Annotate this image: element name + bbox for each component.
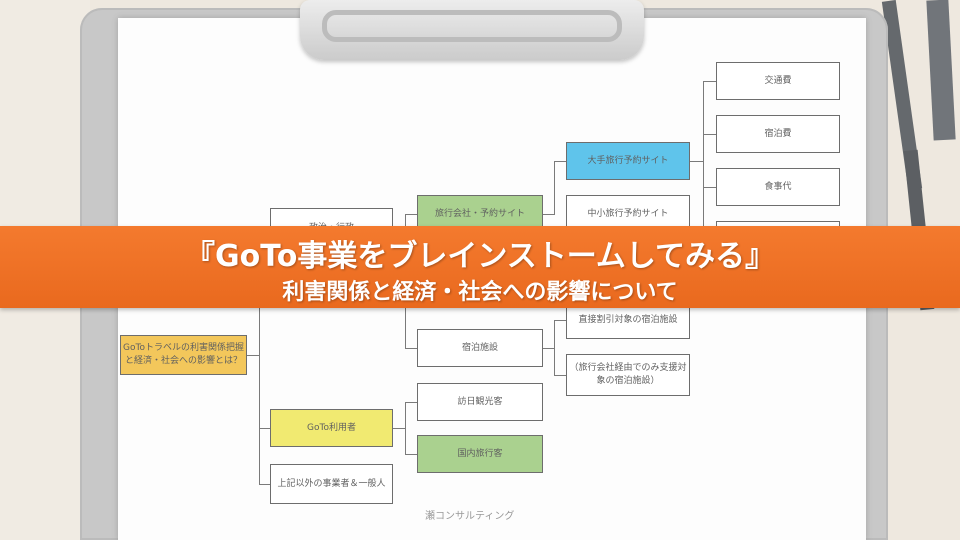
other-parties-node: 上記以外の事業者＆一般人 — [270, 464, 393, 504]
connector-line — [392, 428, 406, 429]
connector-line — [554, 320, 566, 321]
goto-user-node: GoTo利用者 — [270, 409, 393, 447]
connector-line — [554, 161, 566, 162]
connector-line — [259, 484, 270, 485]
connector-line — [703, 187, 716, 188]
connector-line — [405, 454, 417, 455]
banner-title: 『GoTo事業をブレインストームしてみる』 — [185, 239, 775, 274]
connector-line — [246, 355, 260, 356]
connector-line — [690, 161, 704, 162]
connector-line — [543, 348, 555, 349]
connector-line — [554, 161, 555, 214]
connector-line — [703, 81, 704, 231]
connector-line — [554, 375, 566, 376]
connector-line — [405, 348, 417, 349]
lodging-node: 宿泊施設 — [417, 329, 543, 367]
connector-line — [259, 228, 260, 484]
inbound-tourist-node: 訪日観光客 — [417, 383, 543, 421]
meal-cost-node: 食事代 — [716, 168, 840, 206]
root-node: GoToトラベルの利害関係把握と経済・社会への影響とは？ — [120, 335, 247, 375]
connector-line — [703, 81, 716, 82]
transport-cost-node: 交通費 — [716, 62, 840, 100]
connector-line — [703, 134, 716, 135]
watermark: 瀬コンサルティング — [425, 511, 515, 522]
connector-line — [405, 402, 417, 403]
banner-subtitle: 利害関係と経済・社会への影響について — [282, 280, 678, 305]
title-banner — [0, 226, 960, 308]
major-booking-site-node: 大手旅行予約サイト — [566, 142, 690, 180]
lodging-cost-node: 宿泊費 — [716, 115, 840, 153]
domestic-traveler-node: 国内旅行客 — [417, 435, 543, 473]
agency-only-lodging-node: （旅行会社経由でのみ支援対象の宿泊施設） — [566, 354, 690, 396]
connector-line — [405, 214, 417, 215]
connector-line — [543, 214, 555, 215]
connector-line — [554, 320, 555, 375]
clip-hole — [322, 10, 622, 42]
connector-line — [259, 428, 270, 429]
connector-line — [405, 402, 406, 454]
